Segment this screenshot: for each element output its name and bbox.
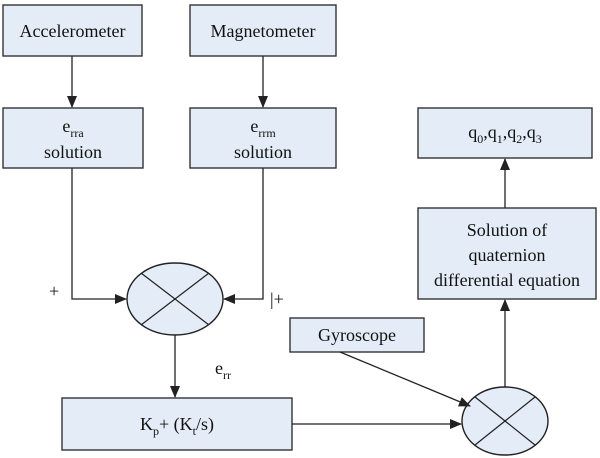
gyroscope-box: Gyroscope [289, 317, 425, 353]
errm-solution-text: solution [234, 142, 292, 162]
erra-solution-text: solution [44, 142, 102, 162]
errm-solution-box: errm solution [189, 107, 337, 169]
plus-sign-right: |+ [270, 289, 284, 309]
magnetometer-label: Magnetometer [211, 21, 316, 41]
arrow-errm-to-junction [223, 168, 264, 304]
summing-junction-1 [126, 262, 224, 336]
arrow-erra-to-junction [71, 168, 127, 304]
summing-junction-2 [461, 386, 549, 456]
solver-line2: quaternion [469, 245, 546, 265]
gyroscope-label: Gyroscope [318, 325, 396, 345]
controller-label: Kp+ (Kt/s) [140, 414, 214, 438]
quaternion-output-box: q0,q1,q2,q3 [417, 107, 593, 159]
accelerometer-label: Accelerometer [20, 21, 126, 41]
quaternion-output-label: q0,q1,q2,q3 [468, 122, 542, 146]
accelerometer-box: Accelerometer [2, 4, 143, 57]
erra-solution-box: erra solution [2, 107, 144, 169]
controller-box: Kp+ (Kt/s) [61, 397, 293, 451]
solver-line3: differential equation [434, 270, 580, 290]
err-signal-label: err [215, 358, 231, 382]
magnetometer-box: Magnetometer [189, 4, 337, 57]
erra-label: erra [62, 116, 84, 140]
solver-line1: Solution of [467, 220, 548, 240]
quaternion-solver-box: Solution of quaternion differential equa… [417, 207, 597, 300]
arrow-gyroscope-to-junction2 [339, 351, 471, 407]
plus-sign-left: + [49, 281, 59, 301]
errm-label: errm [250, 116, 276, 140]
